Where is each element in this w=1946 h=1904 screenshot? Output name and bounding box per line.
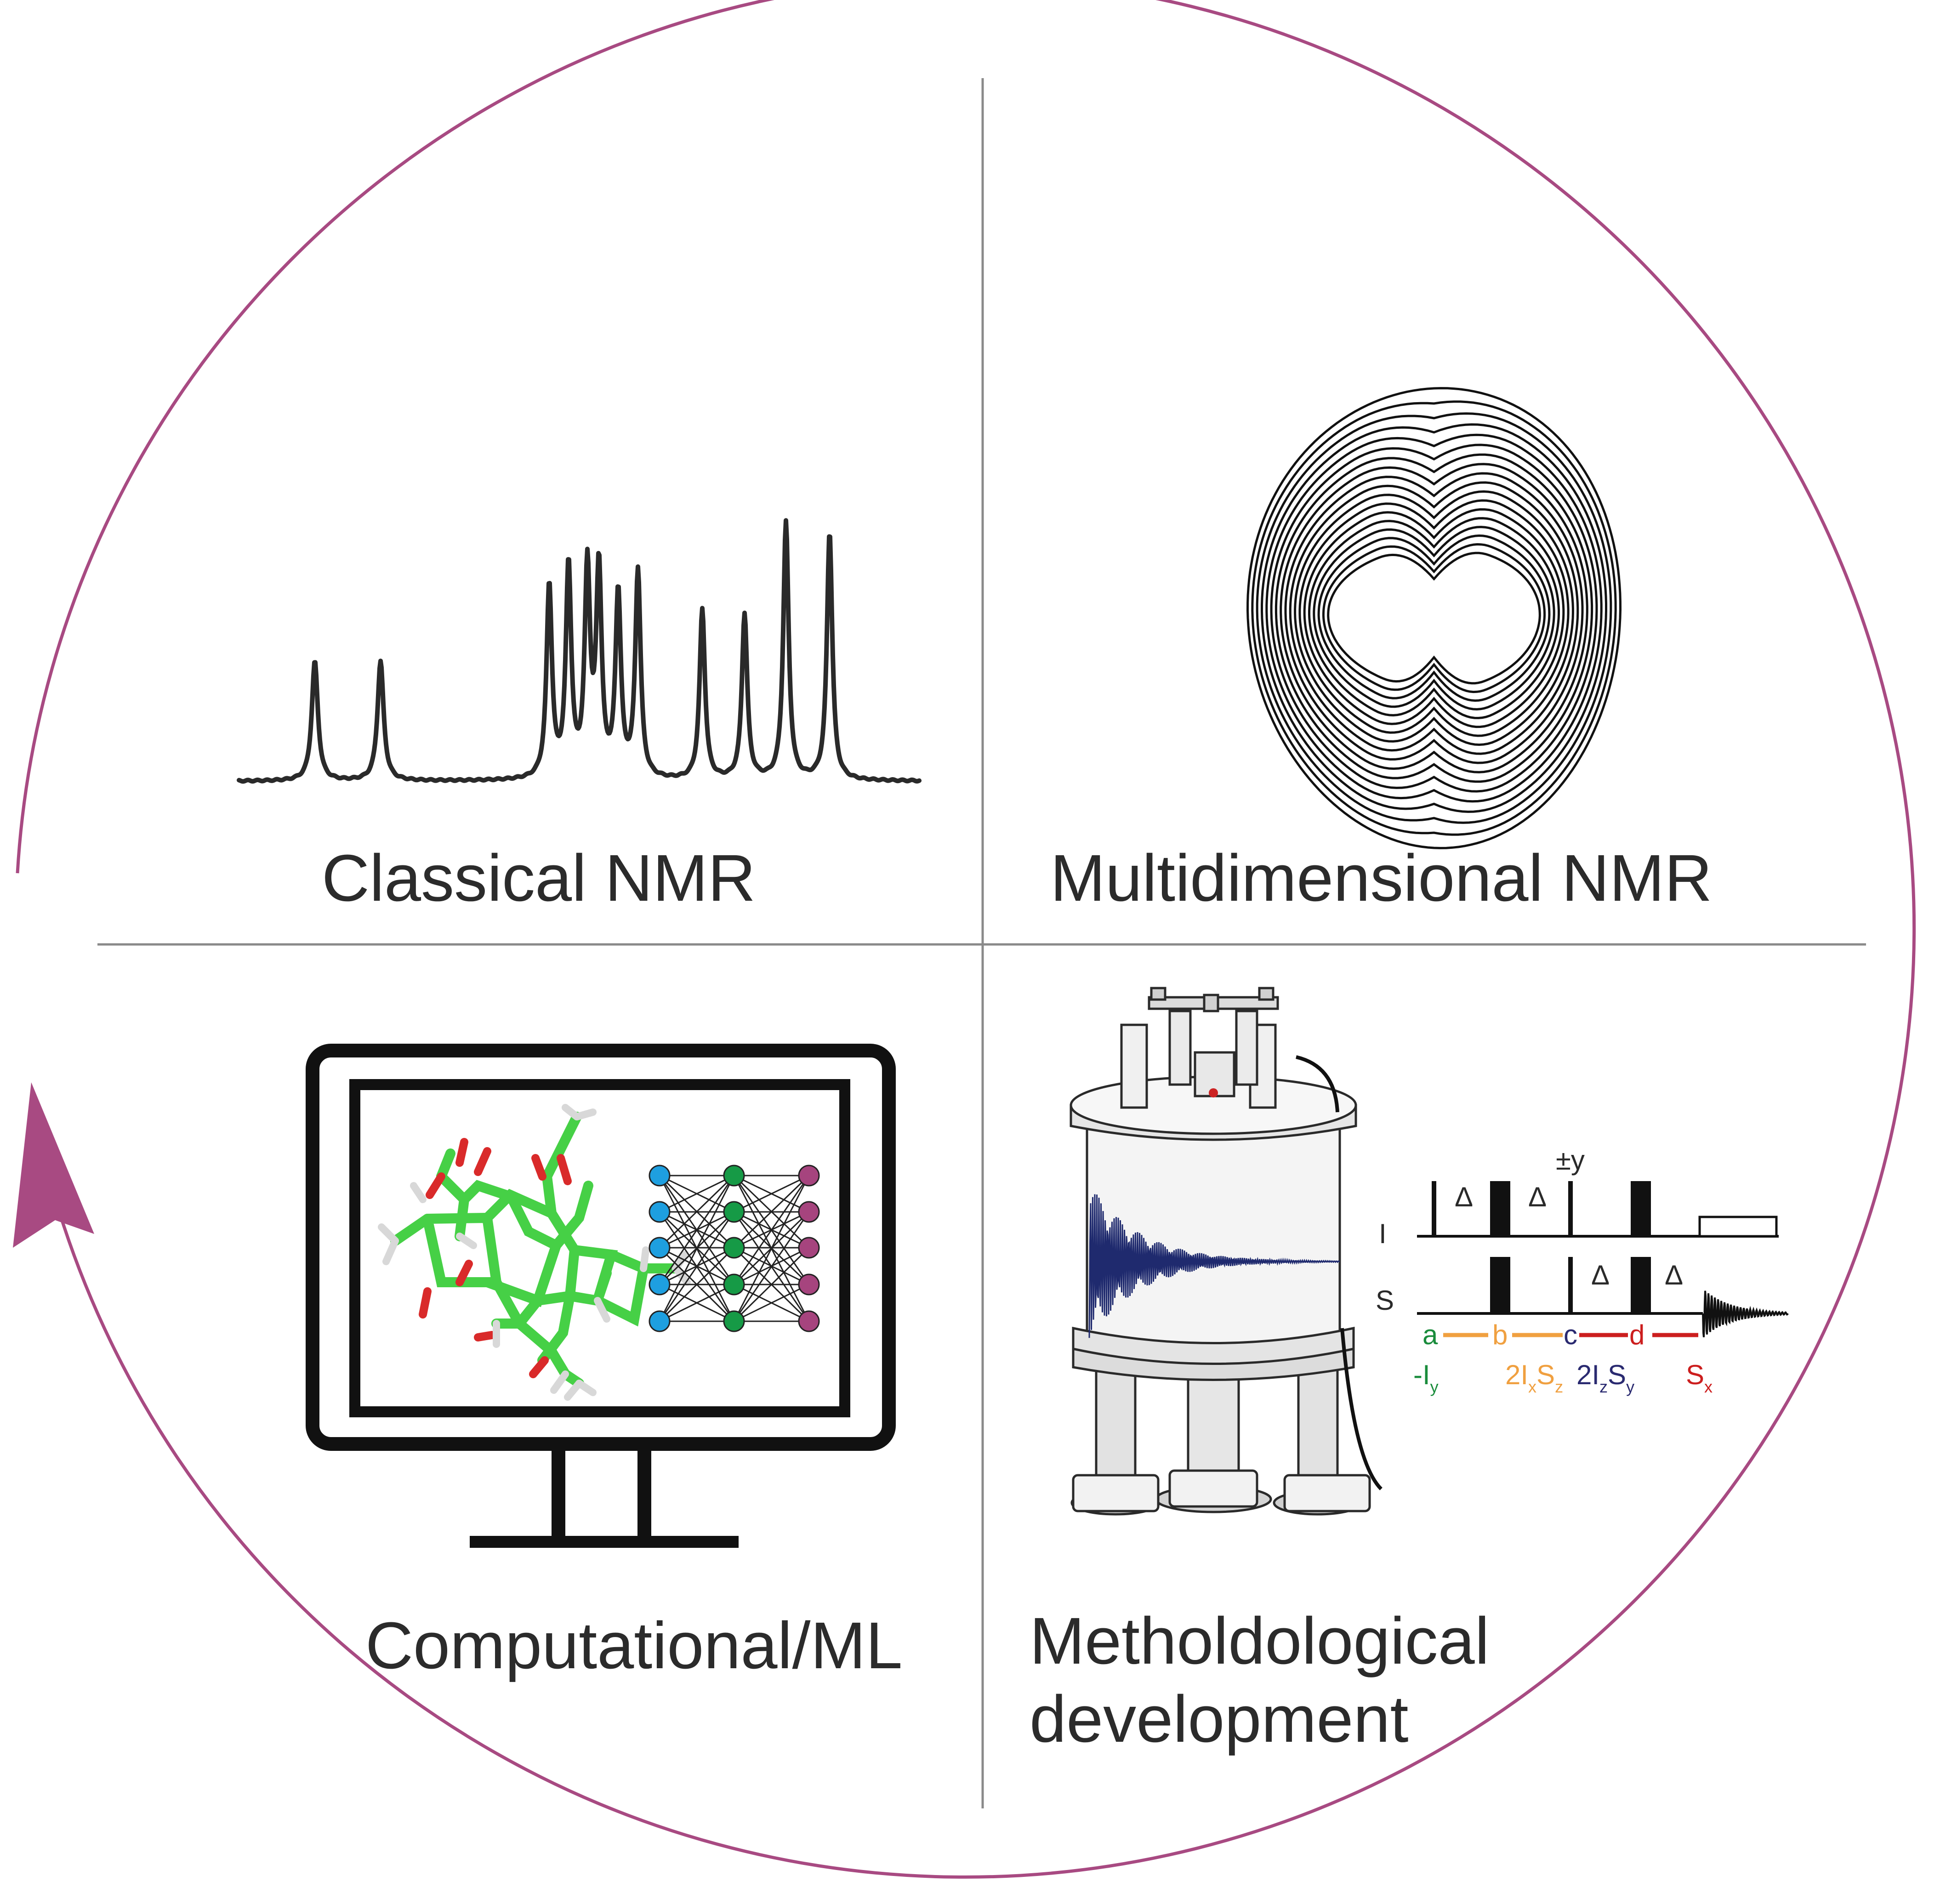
nn-edge (659, 1211, 735, 1322)
contour-level (1317, 534, 1551, 702)
nn-node (723, 1310, 745, 1332)
nn-node (798, 1237, 820, 1259)
monitor-stand-left (552, 1451, 565, 1536)
state-c: 2IzSy (1576, 1359, 1634, 1396)
state-b: 2IxSz (1505, 1359, 1563, 1396)
contour-level (1280, 463, 1588, 773)
contour-level (1251, 400, 1617, 836)
nn-node (798, 1165, 820, 1187)
nn-edge (659, 1175, 735, 1285)
contour-level (1303, 508, 1565, 728)
contour-level (1298, 499, 1570, 737)
molecule-3d-structure (378, 1104, 691, 1401)
i-pulse-180-decoupling (1631, 1181, 1651, 1236)
s-channel-acquisition-fid (1702, 1290, 1789, 1337)
contour-level (1275, 453, 1593, 783)
pulse-sequence-diagram: I S Δ Δ ±y Δ Δ a b c d -Iy 2IxSz 2IzSy S… (1376, 1145, 1789, 1396)
nn-edge (733, 1247, 810, 1322)
contour-level (1256, 412, 1612, 824)
contour-level (1284, 472, 1584, 764)
classical-nmr-spectrum (237, 518, 922, 784)
phase-label: ±y (1556, 1145, 1585, 1176)
monitor-stand-right (637, 1451, 651, 1536)
point-b: b (1492, 1319, 1508, 1350)
neural-network-nodes (649, 1165, 820, 1332)
label-computational-ml: Computational/ML (365, 1608, 903, 1682)
contour-level (1294, 490, 1574, 746)
s-pulse-180 (1490, 1257, 1510, 1313)
contour-level (1261, 423, 1607, 813)
nn-edge (733, 1175, 810, 1249)
point-d: d (1629, 1319, 1644, 1350)
channel-i-label: I (1379, 1218, 1387, 1249)
nmr-spectrometer-magnet (1070, 987, 1383, 1516)
nn-node (798, 1273, 820, 1296)
point-c: c (1564, 1319, 1577, 1350)
cycle-arrow-arc (16, 0, 1916, 1879)
nn-edge (659, 1247, 735, 1322)
contour-level (1246, 387, 1622, 849)
nn-node (798, 1201, 820, 1223)
label-methodological-development: Metholdological development (1030, 1604, 1508, 1756)
point-a: a (1423, 1319, 1438, 1350)
spectrum-trace (237, 518, 922, 784)
nn-edge (659, 1175, 734, 1213)
contour-level (1313, 526, 1555, 710)
nn-edge (733, 1175, 810, 1285)
delay-4: Δ (1665, 1260, 1683, 1290)
nn-node (798, 1310, 820, 1332)
nn-edge (733, 1211, 810, 1322)
delay-2: Δ (1528, 1182, 1547, 1212)
nn-node (723, 1273, 745, 1296)
s-pulse-180-second (1631, 1257, 1651, 1313)
s-pulse-90 (1568, 1257, 1573, 1313)
contour-level (1289, 481, 1579, 755)
nn-edge (734, 1175, 809, 1213)
i-decoupling-block (1698, 1216, 1778, 1238)
nn-node (649, 1273, 671, 1296)
nn-edge (659, 1175, 735, 1249)
nn-node (649, 1201, 671, 1223)
contour-level (1322, 543, 1546, 693)
contour-level (1270, 443, 1598, 793)
nn-edge (734, 1284, 809, 1322)
nn-node (723, 1201, 745, 1223)
nn-node (649, 1310, 671, 1332)
i-pulse-90x (1432, 1181, 1436, 1236)
label-multidimensional-nmr: Multidimensional NMR (1050, 841, 1712, 915)
cycle-arrowhead (13, 1082, 94, 1248)
monitor-frame (306, 1044, 896, 1451)
label-methodological-line2: development (1030, 1682, 1409, 1756)
nn-edge (733, 1175, 810, 1322)
i-pulse-90y (1568, 1181, 1573, 1236)
label-methodological-line1: Metholdological (1030, 1604, 1490, 1678)
nn-edge (659, 1284, 734, 1322)
channel-s-label: S (1376, 1285, 1394, 1316)
nn-node (649, 1237, 671, 1259)
label-classical-nmr: Classical NMR (322, 841, 756, 915)
i-pulse-180 (1490, 1181, 1510, 1236)
nn-edge (659, 1175, 735, 1322)
contour-level (1327, 551, 1541, 685)
multidimensional-contour-plot (1246, 387, 1622, 849)
nn-node (723, 1237, 745, 1259)
contour-level (1265, 433, 1603, 803)
neural-network-edges (659, 1175, 810, 1322)
nn-node (723, 1165, 745, 1187)
contour-level (1308, 517, 1560, 719)
state-a: -Iy (1413, 1359, 1439, 1396)
state-d: Sx (1686, 1359, 1713, 1396)
nn-node (649, 1165, 671, 1187)
free-induction-decay (1088, 1194, 1340, 1338)
monitor-base (470, 1536, 739, 1548)
delay-3: Δ (1591, 1260, 1610, 1290)
delay-1: Δ (1455, 1182, 1473, 1212)
